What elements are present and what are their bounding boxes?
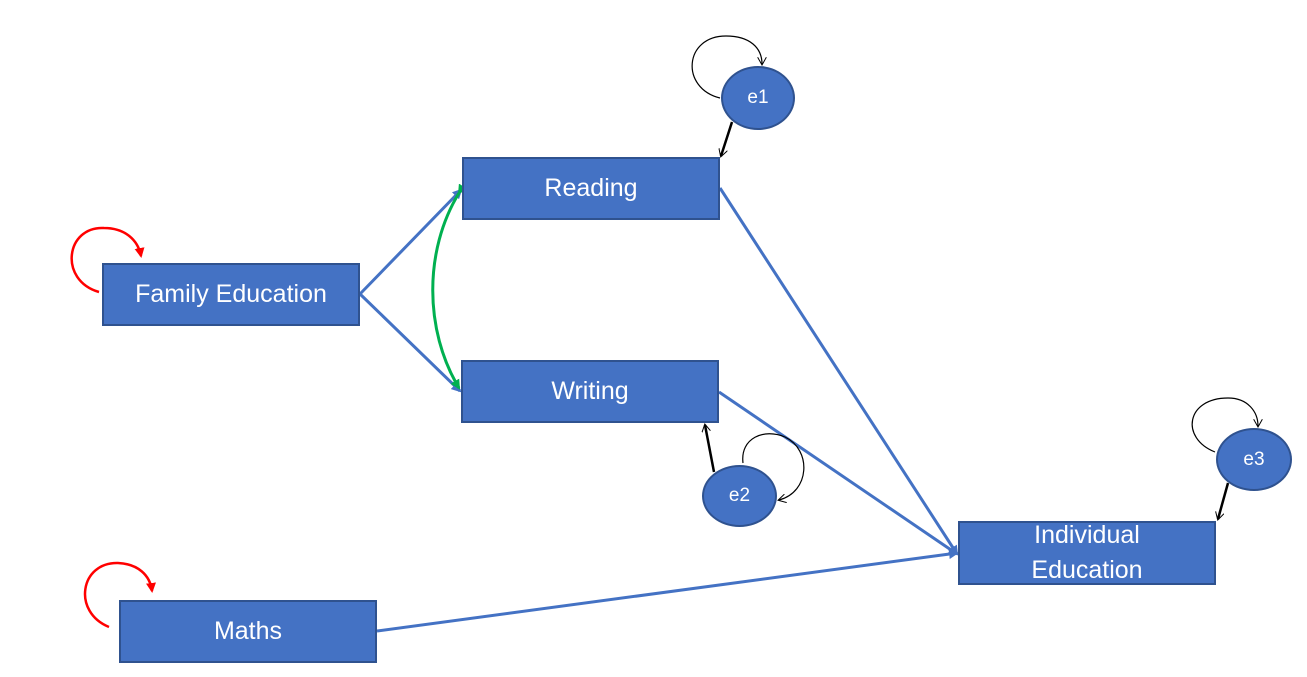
- variance-loop-e2: [742, 433, 805, 500]
- node-maths-label: Maths: [213, 617, 283, 645]
- arrow-e3-to-individual: [1218, 482, 1230, 519]
- arrow-e1-to-reading: [721, 121, 734, 156]
- node-writing: Writing: [461, 360, 719, 423]
- node-individual-education-label: Individual Education: [1031, 521, 1143, 584]
- arrow-e2-to-writing: [705, 425, 716, 473]
- node-family-education: Family Education: [102, 263, 360, 326]
- node-maths: Maths: [119, 600, 377, 663]
- variance-loop-family: [70, 226, 145, 294]
- error-node-e2-label: e2: [728, 485, 751, 506]
- arrow-maths-to-individual: [376, 549, 959, 633]
- error-node-e1: e1: [721, 66, 795, 130]
- node-reading-label: Reading: [544, 174, 638, 202]
- node-reading: Reading: [462, 157, 720, 220]
- error-node-e1-label: e1: [747, 87, 769, 108]
- node-individual-education: Individual Education: [958, 521, 1216, 585]
- error-node-e3: e3: [1216, 428, 1292, 491]
- error-node-e2: e2: [702, 465, 777, 527]
- arrow-reading-to-individual: [718, 187, 959, 556]
- error-node-e3-label: e3: [1243, 448, 1265, 470]
- arrow-writing-to-individual: [718, 390, 959, 556]
- arrow-family-to-writing: [358, 292, 462, 393]
- covariance-reading-writing: [431, 183, 468, 390]
- variance-loop-e1: [691, 35, 762, 99]
- arrow-family-to-reading: [358, 188, 463, 296]
- variance-loop-e3: [1191, 397, 1258, 453]
- node-family-education-label: Family Education: [135, 280, 327, 308]
- node-writing-label: Writing: [551, 377, 629, 405]
- variance-loop-maths: [83, 561, 156, 629]
